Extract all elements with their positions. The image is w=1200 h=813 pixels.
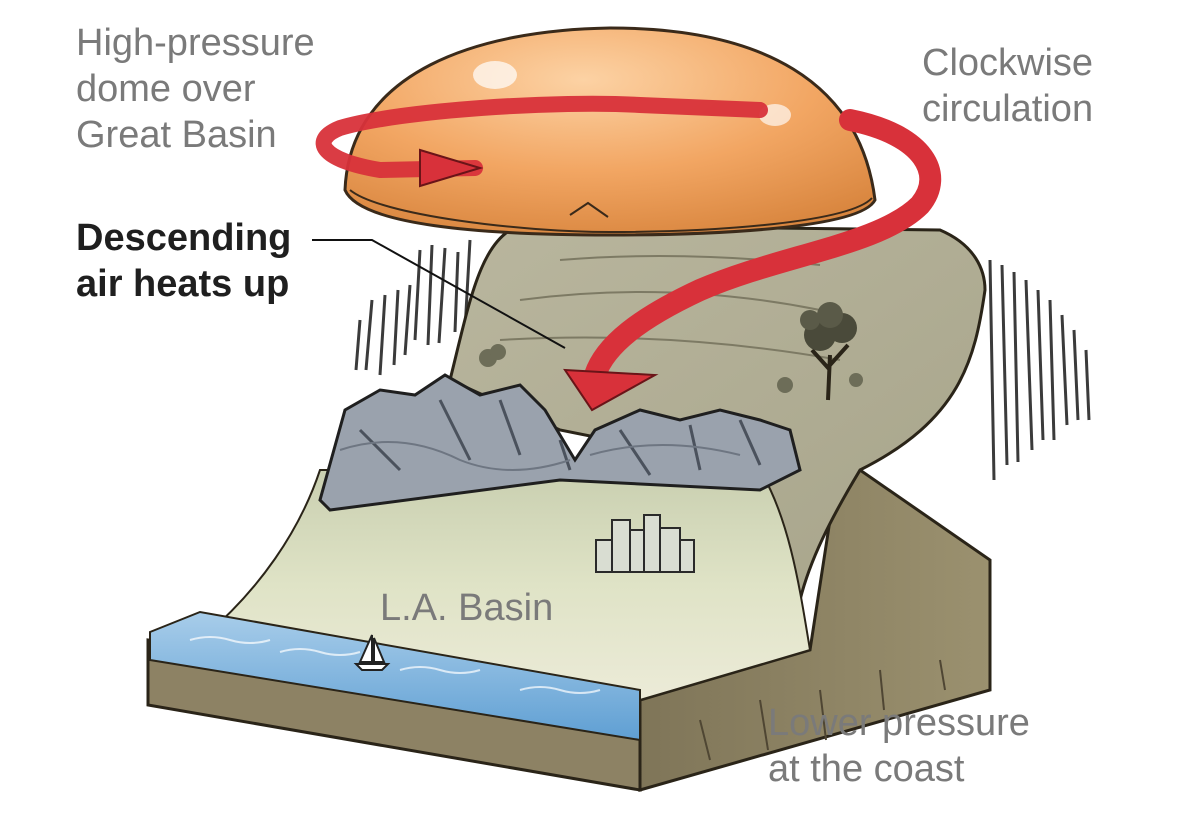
ocean-waves [189, 636, 601, 694]
high-pressure-label: High-pressure dome over Great Basin [76, 22, 315, 156]
circulation-arrow-descending-head [563, 368, 659, 412]
circulation-arrow-left-head [419, 148, 484, 188]
circulation-arrow-descending [584, 109, 942, 386]
lower-pressure-label: Lower pressure at the coast [768, 702, 1030, 790]
city-skyline [595, 514, 695, 573]
background-hatching [354, 239, 1091, 481]
descending-label: Descending air heats up [76, 217, 292, 305]
ocean [149, 610, 641, 742]
la-basin-label: L.A. Basin [380, 587, 554, 629]
circulation-arrow-left [315, 95, 768, 179]
desert-shrubs [479, 344, 863, 393]
terrain-side-face [638, 467, 992, 792]
mountain-range [318, 373, 802, 512]
sailboat [353, 634, 391, 671]
descending-leader-line [312, 239, 566, 349]
high-pressure-dome [343, 26, 877, 237]
side-face-hatching [699, 659, 946, 761]
clockwise-label: Clockwise circulation [922, 42, 1094, 130]
desert-tree [800, 302, 857, 401]
